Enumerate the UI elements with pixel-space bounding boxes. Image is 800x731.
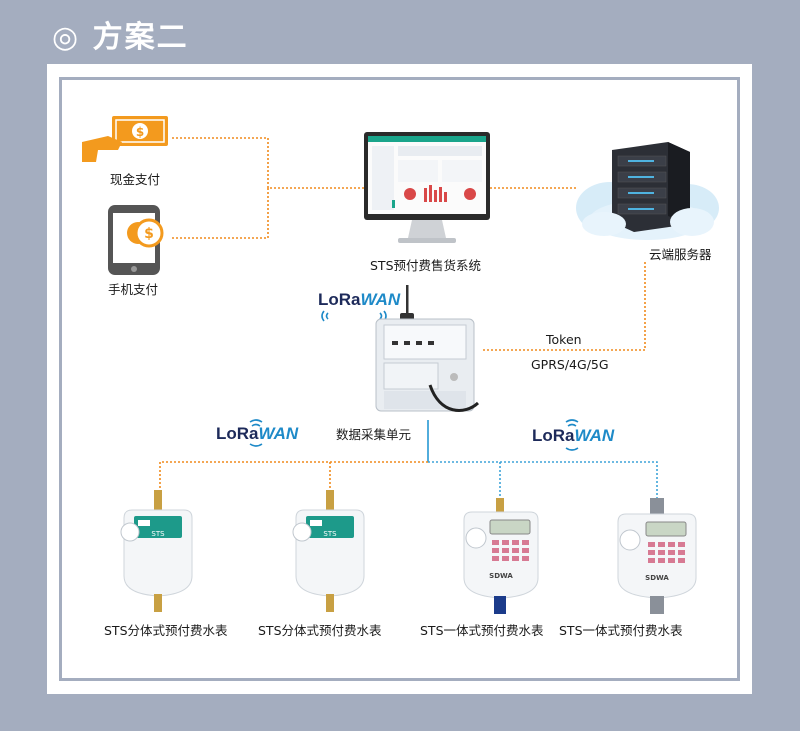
meter-label-2: STS分体式预付费水表: [258, 623, 382, 638]
water-meter-icon: SDWA: [617, 498, 697, 614]
water-meter-icon: STS: [120, 490, 193, 612]
wireless-waves-icon: [565, 419, 579, 451]
cash-pay-label: 现金支付: [110, 172, 161, 187]
cloud-to-collector-line: [482, 262, 646, 351]
network-label: GPRS/4G/5G: [531, 357, 609, 372]
cash-to-system-line: [172, 137, 372, 189]
svg-text:STS: STS: [323, 530, 337, 538]
meter-label-4: STS一体式预付费水表: [559, 623, 683, 638]
svg-text:STS: STS: [151, 530, 165, 538]
wireless-waves-icon: [249, 419, 263, 447]
meter-label-1: STS分体式预付费水表: [104, 623, 228, 638]
water-meter-icon: SDWA: [463, 498, 539, 614]
page-title: ◎ 方案二: [52, 20, 189, 55]
lorawan-logo-right: LoRaWAN: [532, 426, 615, 445]
water-meter-icon: STS: [292, 490, 365, 612]
branch-line-right: [428, 461, 658, 500]
cash-icon: $: [82, 116, 168, 162]
svg-text:SDWA: SDWA: [489, 572, 513, 580]
token-label: Token: [546, 332, 582, 347]
svg-text:$: $: [144, 226, 154, 242]
diagram-frame: [59, 77, 740, 681]
svg-text:$: $: [136, 125, 144, 139]
lorawan-logo-left: LoRaWAN: [216, 424, 299, 443]
monitor-icon: [364, 132, 490, 243]
mobile-pay-icon: $: [108, 205, 164, 275]
svg-text:SDWA: SDWA: [645, 574, 669, 582]
mobile-to-system-line: [172, 188, 269, 239]
lorawan-logo-top: LoRaWAN: [318, 290, 401, 309]
branch-line-left: [159, 461, 428, 492]
system-label: STS预付费售货系统: [370, 258, 482, 273]
cloud-server-label: 云端服务器: [649, 247, 712, 262]
meter-label-3: STS一体式预付费水表: [420, 623, 544, 638]
mobile-pay-label: 手机支付: [108, 282, 159, 297]
server-cloud-icon: [576, 142, 719, 240]
collector-device-icon: [375, 285, 480, 412]
collector-label: 数据采集单元: [336, 427, 412, 442]
